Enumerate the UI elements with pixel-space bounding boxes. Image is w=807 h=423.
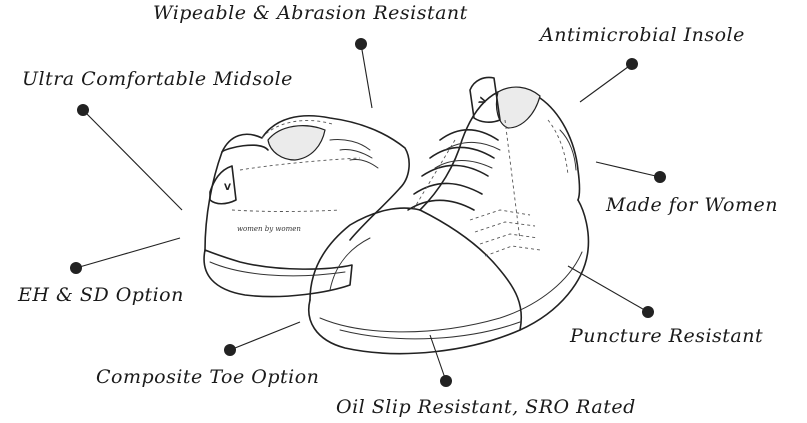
leader-midsole [82, 109, 183, 211]
dot-composite [224, 344, 236, 356]
dot-midsole [77, 104, 89, 116]
callout-oil-slip: Oil Slip Resistant, SRO Rated [336, 396, 636, 418]
leader-lines [70, 38, 666, 387]
laces [407, 129, 501, 211]
leader-wipeable [360, 43, 373, 109]
dot-antimicrobial [626, 58, 638, 70]
leader-puncture [567, 265, 649, 313]
dot-puncture [642, 306, 654, 318]
callout-midsole: Ultra Comfortable Midsole [22, 68, 293, 90]
perforations [469, 209, 541, 257]
leader-oil-slip [429, 334, 447, 382]
callout-women: Made for Women [606, 194, 778, 216]
dot-oil-slip [440, 375, 452, 387]
front-shoe: V [308, 76, 590, 355]
callout-puncture: Puncture Resistant [570, 325, 764, 347]
dot-wipeable [355, 38, 367, 50]
rear-shoe: V women by women [203, 115, 410, 298]
callout-wipeable: Wipeable & Abrasion Resistant [153, 2, 468, 24]
dot-women [654, 171, 666, 183]
leader-composite [229, 321, 301, 351]
leader-eh-sd [75, 237, 181, 269]
callout-eh-sd: EH & SD Option [18, 284, 184, 306]
callout-composite: Composite Toe Option [96, 366, 320, 388]
heel-logo: V [224, 183, 231, 193]
heel-script: women by women [237, 225, 301, 233]
leader-antimicrobial [579, 63, 633, 103]
callout-antimicrobial: Antimicrobial Insole [540, 24, 745, 46]
leader-women [595, 161, 661, 178]
dot-eh-sd [70, 262, 82, 274]
tongue-logo: V [478, 96, 490, 106]
